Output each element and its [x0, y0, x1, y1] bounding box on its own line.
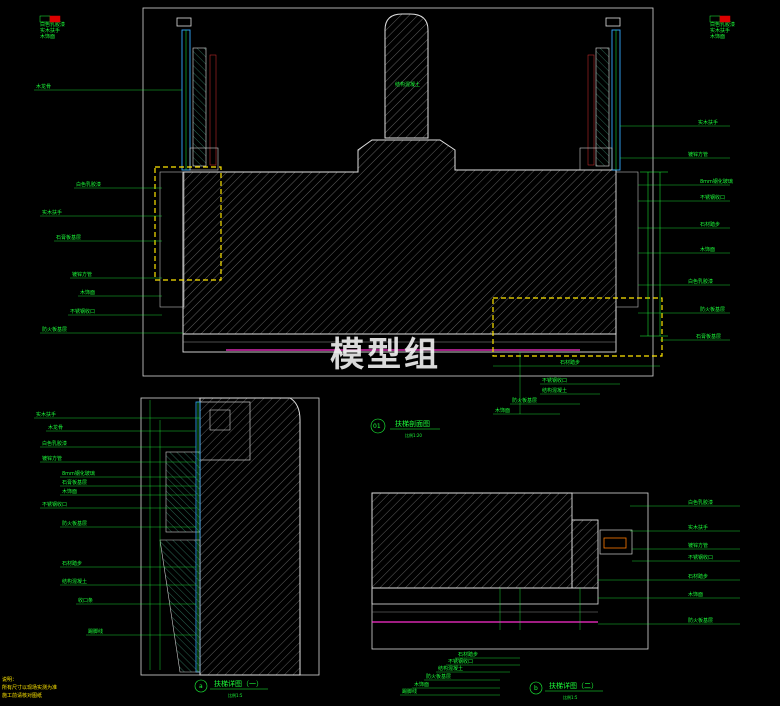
top-left-note-3: 木饰面: [40, 33, 55, 40]
detail-a-label-6: 石膏板基层: [62, 479, 87, 486]
detail-b-right-labels: 白色乳胶漆 实木扶手 镀锌方管 不锈钢收口 石材踏步 木饰面 防火板基层: [598, 499, 740, 625]
detail-a-marker: a: [199, 683, 203, 690]
main-left-label-8: 防火板基层: [42, 326, 67, 333]
detail-a-label-2: 木龙骨: [48, 424, 63, 431]
main-left-label-5: 镀锌方管: [72, 271, 92, 278]
main-right-labels: 实木扶手 镀锌方管 8mm钢化玻璃 不锈钢收口 石材踏步 木饰面 白色乳胶漆 防…: [620, 119, 733, 341]
main-right-label-3: 8mm钢化玻璃: [700, 178, 733, 185]
main-right-label-6: 木饰面: [700, 246, 715, 253]
main-right-label-9: 石膏板基层: [696, 333, 721, 340]
top-left-note-1: 白色乳胶漆: [40, 21, 65, 28]
main-left-label-3: 实木扶手: [42, 209, 62, 216]
detail-a-title-block: a 扶梯详图（一） 比例1:5: [194, 679, 268, 698]
main-title-block: 01 扶梯剖面图 比例1:20: [370, 418, 440, 438]
detail-b-right-label-3: 镀锌方管: [688, 542, 708, 549]
detail-a-labels: 实木扶手 木龙骨 白色乳胶漆 镀锌方管 8mm钢化玻璃 石膏板基层 木饰面 不锈…: [34, 411, 200, 636]
detail-a-label-12: 收口条: [78, 597, 93, 604]
detail-b-right-label-6: 木饰面: [688, 591, 703, 598]
top-note: 结构混凝土: [395, 81, 420, 88]
detail-a-label-1: 实木扶手: [36, 411, 56, 418]
detail-a-label-3: 白色乳胶漆: [42, 440, 67, 447]
main-left-label-6: 木饰面: [80, 289, 95, 296]
main-right-label-1: 实木扶手: [698, 119, 718, 126]
detail-b-bottom-labels: 石材踏步 不锈钢收口 结构混凝土 防火板基层 木饰面 踢脚线: [400, 651, 520, 696]
detail-b-callout-box: [492, 297, 663, 357]
top-right-note-1: 白色乳胶漆: [710, 21, 735, 28]
top-right-note: 白色乳胶漆 实木扶手 木饰面: [709, 15, 735, 40]
main-right-label-8: 防火板基层: [700, 306, 725, 313]
concrete-body: [182, 139, 617, 335]
detail-b-bottom-label-3: 结构混凝土: [438, 665, 463, 672]
main-left-label-4: 石膏板基层: [56, 234, 81, 241]
detail-b-right-label-1: 白色乳胶漆: [688, 499, 713, 506]
detail-b-right-label-5: 石材踏步: [688, 573, 708, 580]
main-left-label-2: 白色乳胶漆: [76, 181, 101, 188]
top-left-note-2: 实木扶手: [40, 27, 60, 34]
main-section-view: 结构混凝土 白色乳胶漆 实木扶手 木饰面 白色乳胶漆 实木扶手 木饰面 木龙骨 …: [34, 7, 735, 438]
notes-block: 说明： 所有尺寸以现场实测为准 施工前请核对图纸: [2, 676, 57, 699]
detail-b-bottom-label-1: 石材踏步: [458, 651, 478, 658]
detail-b-bottom-label-5: 木饰面: [414, 681, 429, 688]
main-title-number: 01: [373, 423, 381, 430]
detail-a-view: 实木扶手 木龙骨 白色乳胶漆 镀锌方管 8mm钢化玻璃 石膏板基层 木饰面 不锈…: [34, 397, 320, 698]
main-bottom-label-1: 石材踏步: [560, 359, 580, 366]
detail-a-label-5: 8mm钢化玻璃: [62, 470, 95, 477]
stone-tread: [182, 333, 617, 353]
watermark-text: 模型组: [330, 335, 441, 375]
note-1: 说明：: [2, 676, 17, 683]
main-bottom-labels: 石材踏步 不锈钢收口 结构混凝土 防火板基层 木饰面: [493, 352, 660, 415]
detail-b-right-label-2: 实木扶手: [688, 524, 708, 531]
detail-b-right-label-7: 防火板基层: [688, 617, 713, 624]
arch-shape: [384, 13, 429, 139]
detail-a-label-8: 不锈钢收口: [42, 501, 67, 508]
top-right-note-2: 实木扶手: [710, 27, 730, 34]
detail-b-bottom-label-2: 不锈钢收口: [448, 658, 473, 665]
top-right-note-3: 木饰面: [710, 33, 725, 40]
detail-a-label-10: 石材踏步: [62, 560, 82, 567]
main-left-labels: 木龙骨 白色乳胶漆 实木扶手 石膏板基层 镀锌方管 木饰面 不锈钢收口 防火板基…: [34, 83, 183, 334]
detail-a-label-13: 踢脚线: [88, 628, 103, 635]
detail-b-right-label-4: 不锈钢收口: [688, 554, 713, 561]
main-left-label-7: 不锈钢收口: [70, 308, 95, 315]
main-bottom-label-3: 结构混凝土: [542, 387, 567, 394]
main-scale: 比例1:20: [405, 432, 422, 438]
note-3: 施工前请核对图纸: [2, 692, 42, 699]
detail-a-scale: 比例1:5: [228, 692, 243, 698]
main-left-label-1: 木龙骨: [36, 83, 51, 90]
main-bottom-label-2: 不锈钢收口: [542, 377, 567, 384]
detail-a-label-9: 防火板基层: [62, 520, 87, 527]
detail-b-view: 白色乳胶漆 实木扶手 镀锌方管 不锈钢收口 石材踏步 木饰面 防火板基层 石材踏…: [371, 492, 740, 700]
main-title: 扶梯剖面图: [395, 419, 430, 428]
detail-b-scale: 比例1:5: [563, 694, 578, 700]
main-right-label-4: 不锈钢收口: [700, 194, 725, 201]
detail-a-label-7: 木饰面: [62, 488, 77, 495]
main-right-label-2: 镀锌方管: [688, 151, 708, 158]
detail-b-bottom-label-6: 踢脚线: [402, 688, 417, 695]
main-right-label-7: 白色乳胶漆: [688, 278, 713, 285]
detail-a-label-11: 结构混凝土: [62, 578, 87, 585]
note-2: 所有尺寸以现场实测为准: [2, 684, 57, 691]
main-bottom-label-5: 木饰面: [495, 407, 510, 414]
main-right-label-5: 石材踏步: [700, 221, 720, 228]
detail-a-title: 扶梯详图（一）: [214, 679, 263, 688]
detail-b-title-block: b 扶梯详图（二） 比例1:5: [529, 681, 603, 700]
detail-b-title: 扶梯详图（二）: [549, 681, 598, 690]
detail-a-label-4: 镀锌方管: [42, 455, 62, 462]
main-bottom-label-4: 防火板基层: [512, 397, 537, 404]
detail-b-bottom-label-4: 防火板基层: [426, 673, 451, 680]
detail-a-callout-box: [154, 166, 222, 281]
top-left-note: 白色乳胶漆 实木扶手 木饰面: [39, 15, 65, 40]
detail-b-marker: b: [534, 685, 538, 692]
